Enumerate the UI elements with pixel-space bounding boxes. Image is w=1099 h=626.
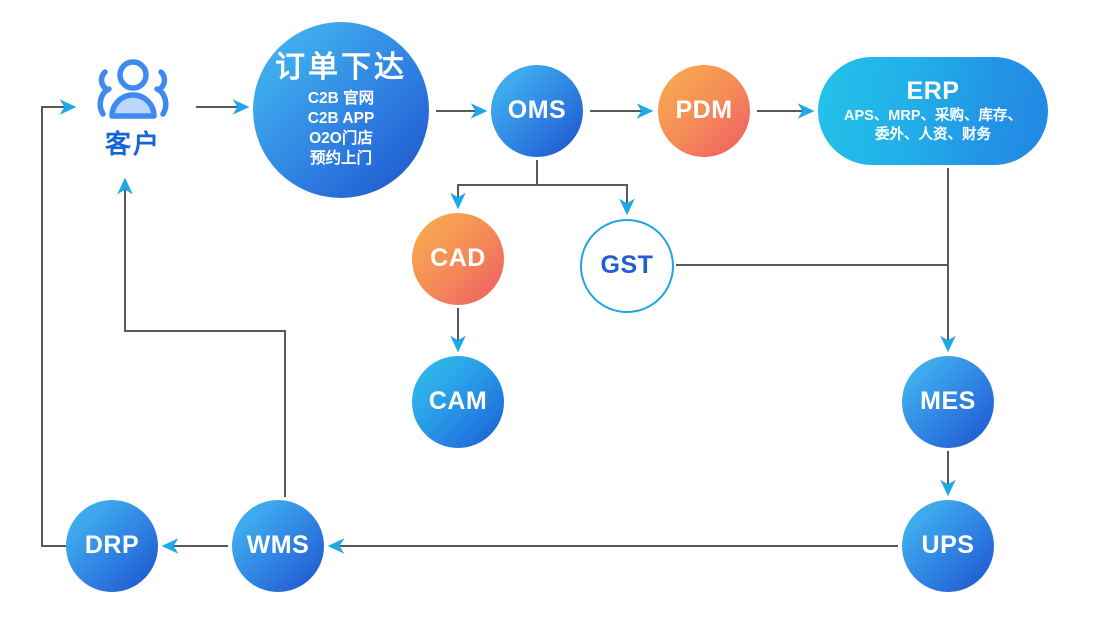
node-order-sub-1: C2B 官网	[307, 90, 375, 108]
node-erp-sub-1: APS、MRP、采购、库存、	[843, 108, 1023, 125]
node-order-sub-4: 预约上门	[309, 149, 372, 167]
node-oms[interactable]: OMS	[491, 65, 583, 157]
node-cad[interactable]: CAD	[412, 213, 504, 305]
edge-drp-to-customer	[41, 99, 77, 547]
node-ups-label: UPS	[921, 531, 975, 560]
node-order-title: 订单下达	[275, 51, 407, 85]
edge-oms-to-cad	[450, 160, 538, 210]
node-order-placement[interactable]: 订单下达 C2B 官网 C2B APP O2O门店 预约上门	[253, 22, 429, 198]
edge-wms-to-customer	[117, 177, 286, 497]
node-erp-label: ERP	[906, 76, 960, 105]
node-drp[interactable]: DRP	[66, 500, 158, 592]
node-oms-label: OMS	[507, 96, 567, 125]
node-wms-label: WMS	[246, 531, 310, 560]
node-pdm[interactable]: PDM	[658, 65, 750, 157]
node-gst-label: GST	[600, 251, 654, 280]
node-erp-sub-2: 委外、人资、财务	[875, 126, 991, 143]
edge-oms-to-gst	[536, 160, 635, 216]
node-cam[interactable]: CAM	[412, 356, 504, 448]
node-pdm-label: PDM	[675, 96, 733, 125]
node-cad-label: CAD	[430, 244, 486, 273]
node-customer[interactable]: 客户	[78, 52, 188, 167]
node-ups[interactable]: UPS	[902, 500, 994, 592]
node-gst[interactable]: GST	[580, 219, 674, 313]
users-group-icon	[97, 59, 169, 119]
node-drp-label: DRP	[84, 531, 140, 560]
node-mes-label: MES	[920, 387, 976, 416]
node-wms[interactable]: WMS	[232, 500, 324, 592]
node-order-sub-2: C2B APP	[307, 110, 375, 128]
node-erp[interactable]: ERP APS、MRP、采购、库存、 委外、人资、财务	[818, 57, 1048, 165]
node-mes[interactable]: MES	[902, 356, 994, 448]
node-cam-label: CAM	[428, 387, 488, 416]
customer-label: 客户	[104, 129, 161, 159]
node-order-sub-3: O2O门店	[309, 130, 373, 147]
